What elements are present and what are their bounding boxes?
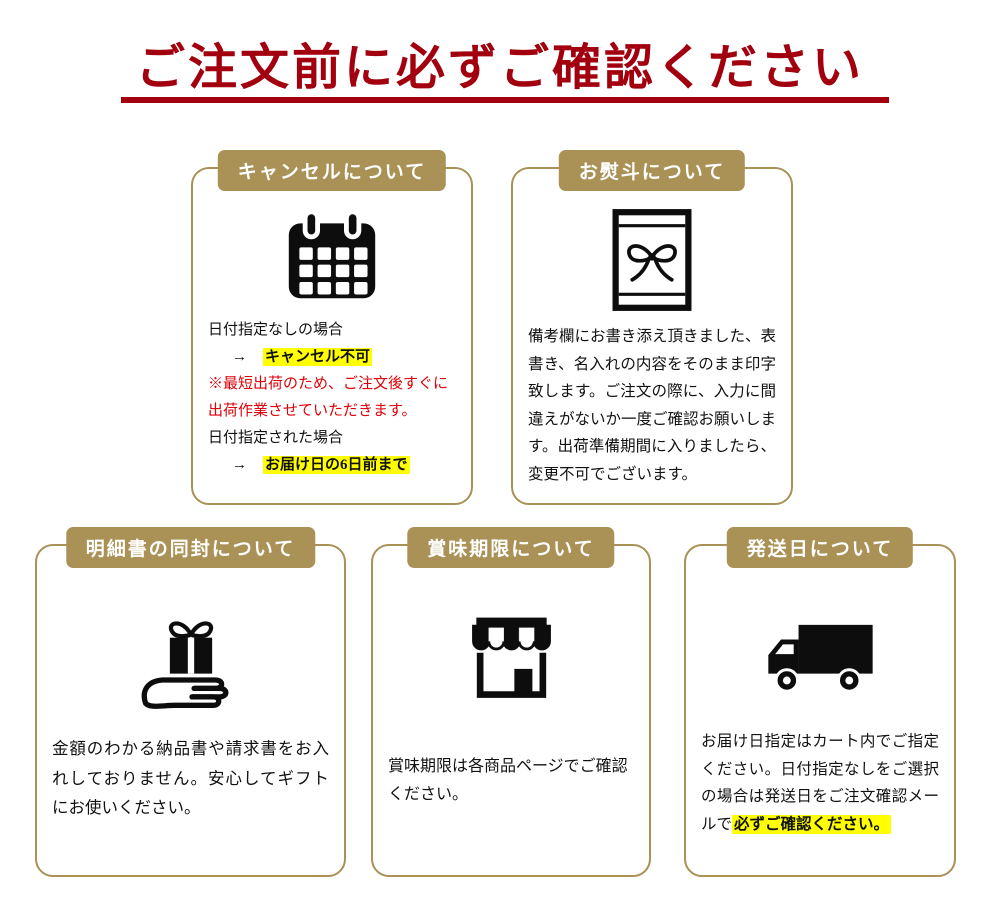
- card-cancellation-text: 日付指定なしの場合 → キャンセル不可 ※最短出荷のため、ご注文後すぐに出荷作業さ…: [193, 317, 471, 479]
- arrow-glyph: →: [232, 457, 247, 473]
- calendar-icon: [193, 209, 471, 305]
- card-noshi-text: 備考欄にお書き添え頂きました、表書き、名入れの内容をそのまま印字致します。ご注文…: [528, 328, 777, 483]
- card-shipping-header: 発送日について: [726, 527, 914, 568]
- arrow-glyph: →: [232, 349, 247, 365]
- cancel-case2-highlight: お届け日の6日前まで: [263, 456, 410, 474]
- card-cancellation: キャンセルについて 日付指定なしの場合 → キャンセル不可 ※最短出荷のため、ご注…: [191, 150, 473, 505]
- cancel-case1-result: → キャンセル不可: [208, 344, 456, 371]
- card-statement: 明細書の同封について 金額のわかる納品書や請求書をお入れしておりません。安心して…: [35, 527, 346, 877]
- shipping-text-highlight: 必ずご確認ください。: [732, 814, 892, 834]
- cancel-case2-label: 日付指定された場合: [208, 430, 344, 446]
- card-statement-text: 金額のわかる納品書や請求書をお入れしておりません。安心してギフトにお使いください…: [52, 739, 329, 818]
- cancel-warning-note: ※最短出荷のため、ご注文後すぐに出荷作業させていただきます。: [208, 376, 449, 419]
- cancel-case2-result: → お届け日の6日前まで: [208, 452, 456, 479]
- card-shipping: 発送日について お届け日指定はカート内でご指定ください。日付指定なしをご選択の場…: [684, 527, 956, 877]
- card-shipping-text: お届け日指定はカート内でご指定ください。日付指定なしをご選択の場合は発送日をご注…: [686, 728, 954, 838]
- truck-icon: [686, 620, 954, 698]
- card-noshi-header: お熨斗について: [558, 150, 746, 191]
- shipping-text-plain: お届け日指定はカート内でご指定ください。日付指定なしをご選択の場合は発送日をご注…: [701, 733, 939, 833]
- card-expiry: 賞味期限について 賞味期限は各商品ページでご確認ください。: [371, 527, 651, 877]
- cancel-case1-highlight: キャンセル不可: [263, 348, 373, 366]
- noshi-gift-icon: [513, 207, 791, 313]
- card-noshi: お熨斗について 備考欄にお書き添え頂きました、表書き、名入れの内容をそのまま印字…: [511, 150, 793, 505]
- gift-hand-icon: [37, 606, 344, 718]
- page-title: ご注文前に必ずご確認ください: [135, 40, 864, 95]
- card-cancellation-header: キャンセルについて: [217, 150, 447, 191]
- storefront-icon: [373, 610, 649, 705]
- card-expiry-header: 賞味期限について: [407, 527, 615, 568]
- title-underline: [121, 97, 889, 103]
- card-expiry-text: 賞味期限は各商品ページでご確認ください。: [388, 758, 628, 803]
- cancel-case1-label: 日付指定なしの場合: [208, 322, 344, 338]
- card-statement-header: 明細書の同封について: [65, 527, 316, 568]
